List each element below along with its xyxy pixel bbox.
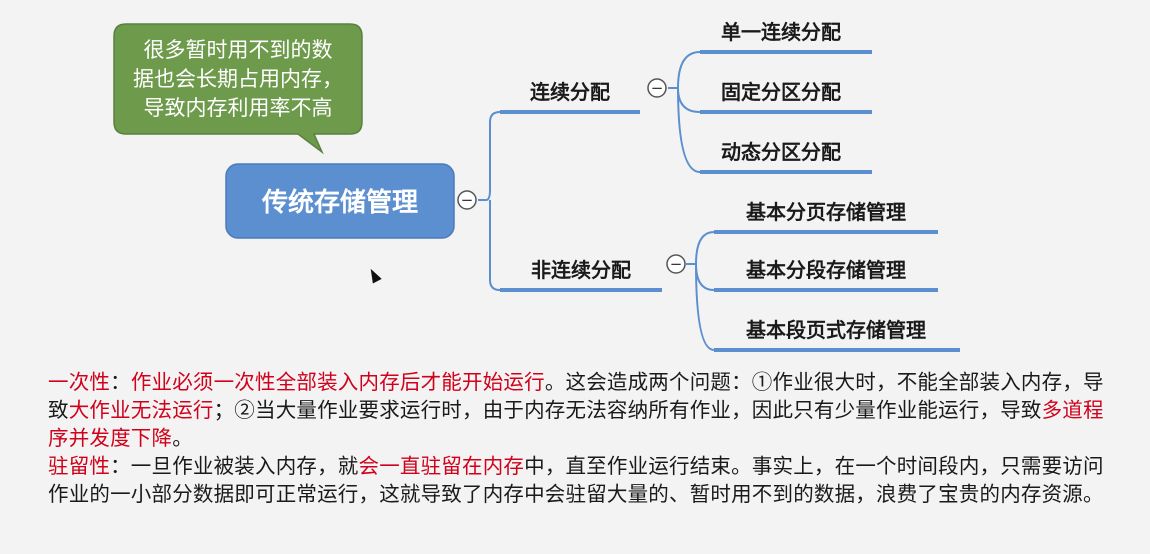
callout-line: 导致内存利用率不高 [144, 96, 333, 120]
collapse-icon: − [461, 191, 474, 209]
branch-contiguous-label[interactable]: 连续分配 [530, 80, 610, 104]
underline-bars [500, 50, 960, 352]
emphasis-text: 作业必须一次性全部装入内存后才能开始运行 [130, 370, 545, 394]
branch-noncontiguous-label[interactable]: 非连续分配 [531, 258, 631, 282]
root-node[interactable]: 传统存储管理 [225, 163, 455, 239]
collapse-icon: − [670, 255, 683, 273]
callout-bubble: 很多暂时用不到的数 据也会长期占用内存， 导致内存利用率不高 [113, 23, 363, 155]
emphasis-text: 驻留性 [48, 454, 111, 478]
one-time-property-paragraph: 一次性：作业必须一次性全部装入内存后才能开始运行。这会造成两个问题：①作业很大时… [48, 368, 1108, 452]
callout-line: 很多暂时用不到的数 [144, 38, 333, 62]
body-text: ： [110, 370, 131, 394]
emphasis-text: 一次性 [48, 370, 111, 394]
residency-property-paragraph: 驻留性：一旦作业被装入内存，就会一直驻留在内存中，直至作业运行结束。事实上，在一… [48, 452, 1108, 508]
emphasis-text: 会一直驻留在内存 [358, 454, 525, 478]
root-label: 传统存储管理 [261, 187, 418, 218]
body-text: 。 [172, 426, 193, 450]
connectors [478, 51, 715, 351]
emphasis-text: 大作业无法运行 [68, 398, 214, 422]
mind-map: 很多暂时用不到的数 据也会长期占用内存， 导致内存利用率不高 [113, 20, 960, 352]
leaf-segmented-paging[interactable]: 基本段页式存储管理 [746, 318, 926, 342]
body-text: 中，直至作业运行结束。事实上，在一个时间段内，只需要访问作业的一小部分数据即可正… [48, 454, 1104, 506]
explanation-text: 一次性：作业必须一次性全部装入内存后才能开始运行。这会造成两个问题：①作业很大时… [48, 368, 1108, 508]
leaf-dynamic-partition[interactable]: 动态分区分配 [721, 140, 841, 164]
collapse-button-noncontiguous[interactable]: − [666, 254, 686, 274]
leaf-fixed-partition[interactable]: 固定分区分配 [721, 80, 841, 104]
leaf-paging[interactable]: 基本分页存储管理 [746, 200, 906, 224]
body-text: ；②当大量作业要求运行时，由于内存无法容纳所有作业，因此只有少量作业能运行，导致 [213, 398, 1042, 422]
body-text: ：一旦作业被装入内存，就 [110, 454, 359, 478]
collapse-button-contiguous[interactable]: − [647, 78, 667, 98]
leaf-segmentation[interactable]: 基本分段存储管理 [746, 258, 906, 282]
collapse-button-root[interactable]: − [457, 190, 477, 210]
collapse-icon: − [651, 79, 664, 97]
callout-line: 据也会长期占用内存， [133, 67, 343, 91]
body-text: 。这会造成两个问题：①作业很大时，不能全部装入内存，导致 [48, 370, 1104, 422]
leaf-single-contiguous[interactable]: 单一连续分配 [721, 20, 841, 44]
emphasis-text: 多道程序并发度下降 [48, 398, 1104, 450]
